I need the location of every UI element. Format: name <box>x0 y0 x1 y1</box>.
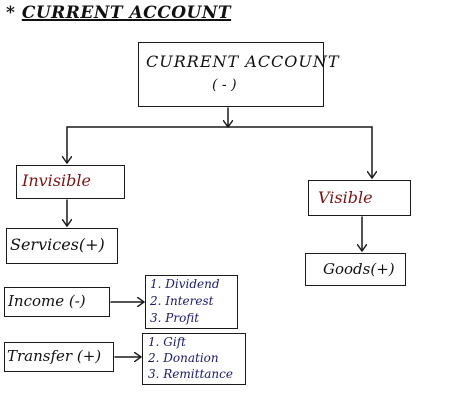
current-account-sign: ( - ) <box>212 77 237 93</box>
transfer-item-remittance: 3. Remittance <box>148 367 233 381</box>
transfer-label: Transfer (+) <box>7 347 102 365</box>
transfer-box <box>4 342 114 372</box>
income-box <box>4 287 110 317</box>
visible-label: Visible <box>318 188 373 207</box>
invisible-label: Invisible <box>22 171 91 190</box>
visible-box <box>308 180 411 216</box>
income-label: Income (-) <box>8 292 86 310</box>
goods-box <box>305 253 406 286</box>
invisible-box <box>16 165 125 199</box>
current-account-title: CURRENT ACCOUNT <box>146 52 340 71</box>
income-list-box <box>145 275 238 329</box>
income-item-interest: 2. Interest <box>150 294 214 308</box>
goods-label: Goods(+) <box>323 260 395 278</box>
income-item-dividend: 1. Dividend <box>150 277 220 291</box>
transfer-item-gift: 1. Gift <box>148 335 186 349</box>
page-heading: * CURRENT ACCOUNT <box>6 3 231 23</box>
heading-star: * <box>6 3 16 23</box>
services-label: Services(+) <box>10 235 105 254</box>
services-box <box>6 228 118 264</box>
transfer-item-donation: 2. Donation <box>148 351 219 365</box>
heading-text: CURRENT ACCOUNT <box>21 3 232 23</box>
transfer-list-box <box>142 333 246 385</box>
income-item-profit: 3. Profit <box>150 311 200 325</box>
current-account-box <box>138 42 324 107</box>
